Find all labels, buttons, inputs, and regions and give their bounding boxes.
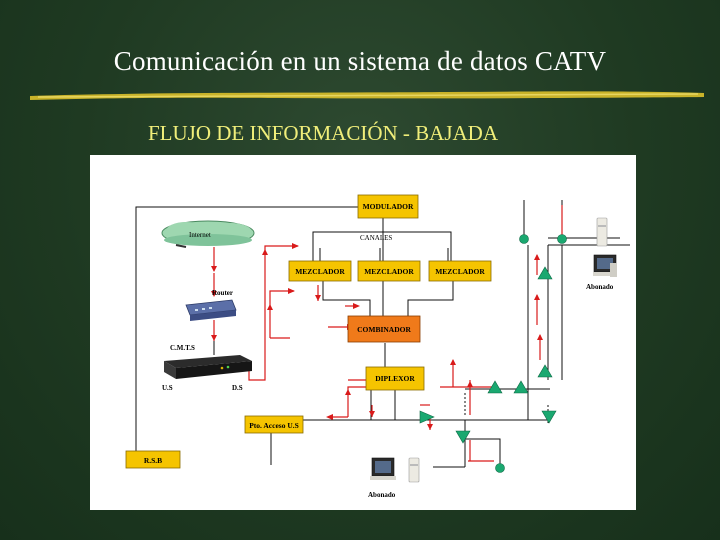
ds-label: D.S	[232, 384, 243, 392]
router-label: Router	[212, 289, 233, 297]
subscriber-pc-bottom: Abonado	[368, 457, 420, 499]
diagram-subtitle: FLUJO DE INFORMACIÓN - BAJADA	[148, 121, 499, 145]
pto-acceso-label: Pto. Acceso U.S	[249, 421, 299, 430]
canales-label: CANALES	[360, 234, 392, 242]
modulador-label: MODULADOR	[363, 202, 414, 211]
svg-text:MEZCLADOR: MEZCLADOR	[364, 267, 414, 276]
internet-label: Internet	[189, 231, 211, 239]
subscriber-pc-right: Abonado	[586, 217, 617, 291]
mezclador-box-3: MEZCLADOR	[428, 260, 492, 282]
catv-diagram: Internet MODULADOR CANALES MEZCLADOR MEZ…	[90, 155, 636, 510]
diplexor-box: DIPLEXOR	[365, 366, 425, 391]
us-label: U.S	[162, 384, 173, 392]
title-underline	[30, 91, 704, 100]
rsb-box: R.S.B	[125, 450, 181, 469]
router-device: Router	[185, 289, 237, 321]
svg-text:MEZCLADOR: MEZCLADOR	[435, 267, 485, 276]
amplifiers	[419, 266, 557, 444]
svg-text:MEZCLADOR: MEZCLADOR	[295, 267, 345, 276]
mezclador-box-2: MEZCLADOR	[357, 260, 421, 282]
slide-title: Comunicación en un sistema de datos CATV	[113, 46, 607, 76]
modulador-box: MODULADOR	[357, 194, 419, 219]
dotted-links	[464, 203, 563, 423]
cmts-label: C.M.T.S	[170, 344, 195, 352]
internet-cloud: Internet	[161, 220, 255, 248]
combinador-box: COMBINADOR	[347, 315, 421, 343]
rsb-label: R.S.B	[144, 456, 162, 465]
abonado-right-label: Abonado	[586, 283, 614, 291]
pto-acceso-box: Pto. Acceso U.S	[244, 415, 304, 434]
cmts-device: C.M.T.S U.S D.S	[162, 344, 252, 392]
taps	[495, 234, 567, 473]
mezclador-box-1: MEZCLADOR	[288, 260, 352, 282]
diplexor-label: DIPLEXOR	[375, 374, 415, 383]
abonado-bottom-label: Abonado	[368, 491, 396, 499]
combinador-label: COMBINADOR	[357, 325, 411, 334]
